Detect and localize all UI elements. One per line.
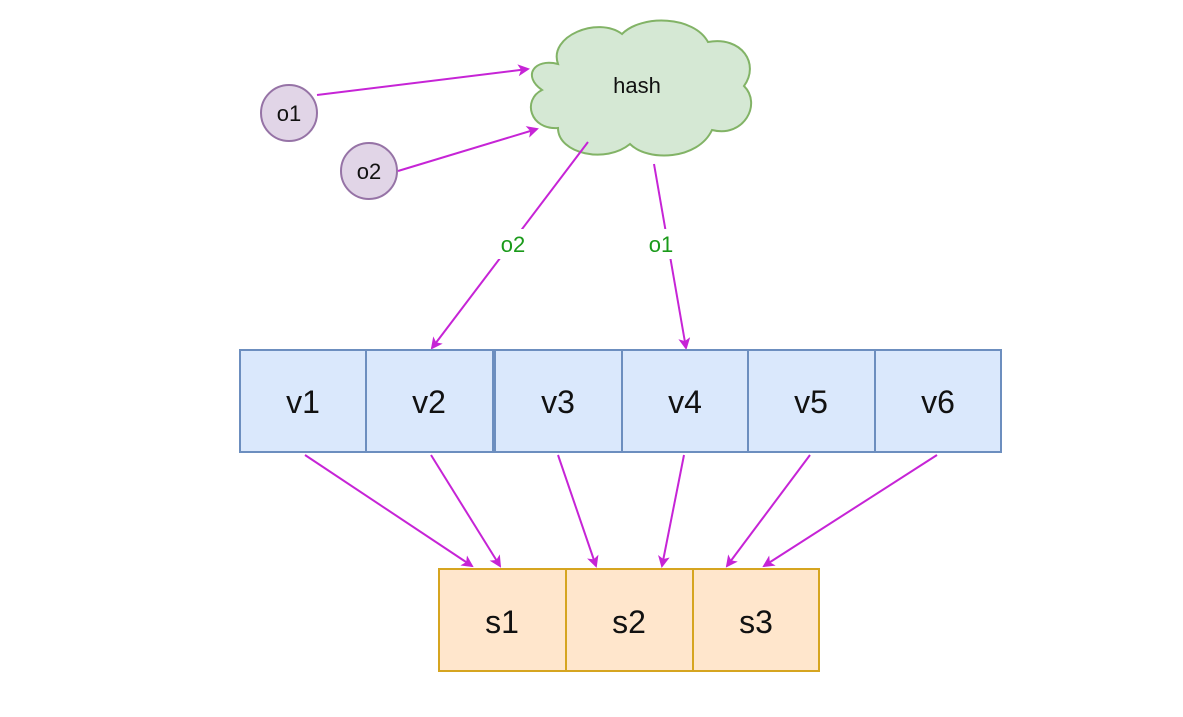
object-node-o1: o1: [260, 84, 318, 142]
arrow-v6-to-s3: [762, 454, 938, 568]
server-row: s1 s2 s3: [438, 568, 820, 672]
object-nodes: o1 o2: [260, 84, 398, 200]
server-s3-label: s3: [739, 604, 773, 640]
server-s2: s2: [565, 568, 694, 672]
virtual-node-v5-box: [747, 349, 876, 453]
arrow-o2-to-hash: [397, 126, 539, 172]
object-node-o1-circle: [260, 84, 318, 142]
hash-output-arrows: o2 o1: [430, 141, 691, 350]
virtual-node-v5-label: v5: [794, 384, 828, 420]
server-s1-box: [438, 568, 567, 672]
server-s1-label: s1: [485, 604, 519, 640]
virtual-node-v3: v3: [494, 349, 623, 453]
object-node-o2-circle: [340, 142, 398, 200]
arrow-v3-to-s2: [557, 454, 599, 568]
edge-label-bg-o1: [642, 229, 680, 259]
virtual-node-v2: v2: [365, 349, 494, 453]
virtual-node-v4: v4: [621, 349, 749, 453]
arrow-o1-to-hash: [316, 64, 530, 96]
virtual-node-v6: v6: [874, 349, 1002, 453]
object-node-o1-label: o1: [277, 101, 301, 126]
server-s3: s3: [692, 568, 820, 672]
virtual-node-v4-label: v4: [668, 384, 702, 420]
mapping-arrows: [304, 454, 938, 568]
edge-label-o1: o1: [649, 232, 673, 257]
virtual-node-v2-label: v2: [412, 384, 446, 420]
virtual-node-v6-label: v6: [921, 384, 955, 420]
virtual-node-v5: v5: [747, 349, 876, 453]
server-s3-box: [692, 568, 820, 672]
virtual-node-v3-label: v3: [541, 384, 575, 420]
virtual-node-v2-box: [365, 349, 494, 453]
hash-label: hash: [613, 73, 661, 98]
object-node-o2-label: o2: [357, 159, 381, 184]
object-node-o2: o2: [340, 142, 398, 200]
virtual-node-row: v1 v2 v3 v4 v5 v6: [239, 349, 1002, 453]
hash-cloud-shape: [529, 19, 753, 157]
arrow-v4-to-s2: [658, 454, 685, 568]
arrow-v2-to-s1: [430, 454, 502, 568]
arrow-v5-to-s3: [725, 454, 811, 568]
server-s1: s1: [438, 568, 567, 672]
input-arrows: [316, 64, 539, 172]
server-s2-box: [565, 568, 694, 672]
arrow-v1-to-s1: [304, 454, 474, 568]
edge-label-bg-o2: [494, 229, 532, 259]
virtual-node-v1-label: v1: [286, 384, 320, 420]
virtual-node-v4-box: [621, 349, 749, 453]
virtual-node-v6-box: [874, 349, 1002, 453]
virtual-node-v1-box: [239, 349, 367, 453]
virtual-node-v3-box: [494, 349, 623, 453]
server-s2-label: s2: [612, 604, 646, 640]
edge-label-o2: o2: [501, 232, 525, 257]
virtual-node-v1: v1: [239, 349, 367, 453]
hash-cloud: hash: [529, 19, 753, 157]
